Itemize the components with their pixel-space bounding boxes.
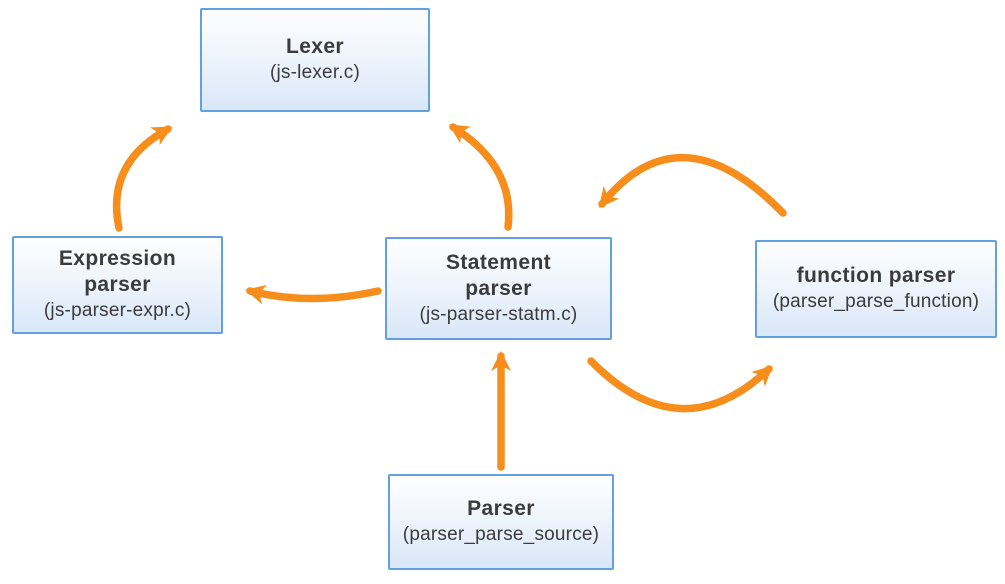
- node-function-parser-subtitle: (parser_parse_function): [772, 291, 980, 312]
- node-lexer: Lexer (js-lexer.c): [200, 8, 430, 112]
- arrow-function-parser-to-statement-parser: [598, 154, 787, 217]
- node-parser: Parser (parser_parse_source): [388, 474, 614, 570]
- node-function-parser-title: function parser: [796, 264, 956, 287]
- node-expression-parser-subtitle: (js-parser-expr.c): [43, 300, 192, 321]
- arrow-statement-parser-to-function-parser: [587, 357, 773, 413]
- node-parser-title: Parser: [467, 497, 535, 520]
- arrow-statement-parser-to-lexer: [448, 123, 513, 231]
- node-statement-parser-title-line2: parser: [465, 276, 532, 300]
- node-statement-parser-title-line1: Statement: [445, 250, 552, 274]
- node-expression-parser-title-line1: Expression: [58, 247, 177, 270]
- node-statement-parser: Statement parser (js-parser-statm.c): [385, 237, 612, 340]
- node-lexer-subtitle: (js-lexer.c): [269, 62, 360, 83]
- node-statement-parser-subtitle: (js-parser-statm.c): [419, 303, 578, 325]
- node-expression-parser-title-line2: parser: [84, 273, 151, 296]
- arrow-statement-parser-to-expression-parser: [245, 284, 382, 305]
- node-lexer-title: Lexer: [285, 35, 345, 58]
- arrow-expression-parser-to-lexer: [112, 125, 173, 232]
- node-parser-subtitle: (parser_parse_source): [402, 524, 600, 545]
- node-expression-parser: Expression parser (js-parser-expr.c): [12, 236, 223, 334]
- node-function-parser: function parser (parser_parse_function): [755, 240, 997, 338]
